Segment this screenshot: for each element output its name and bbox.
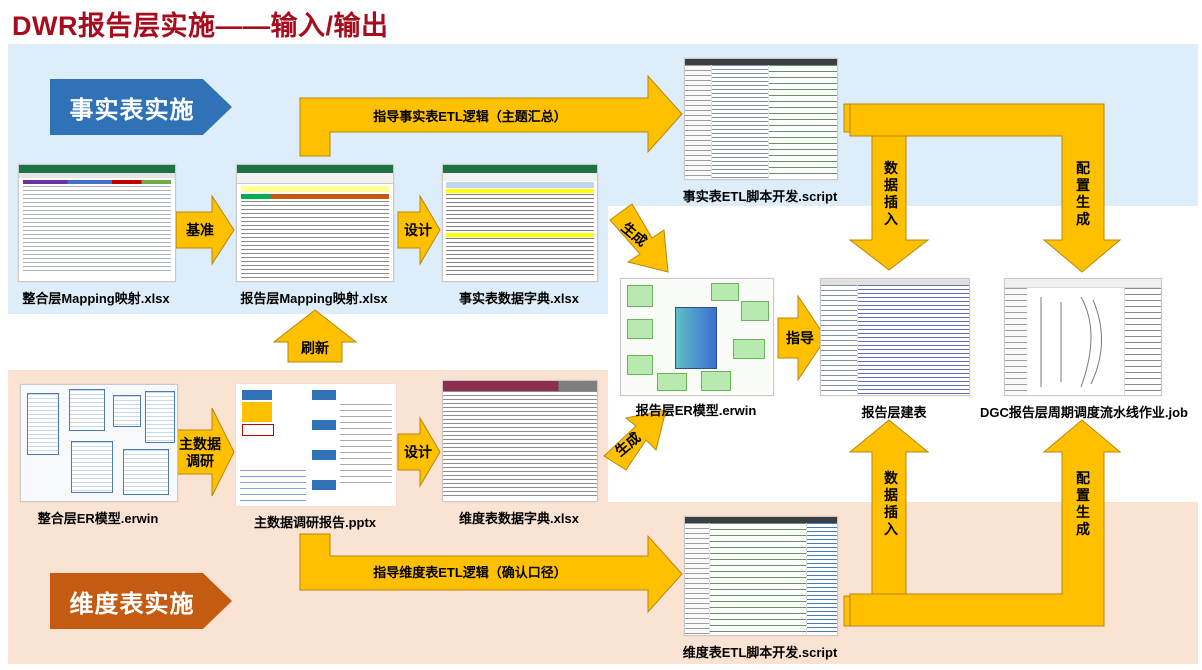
spreadsheet-thumbnail-fact-dict[interactable] — [442, 164, 598, 282]
label-md-research-line2: 调研 — [186, 453, 214, 469]
er-diagram-thumbnail-integrated[interactable] — [20, 384, 178, 502]
code-editor-thumbnail-fact-etl[interactable] — [684, 58, 838, 180]
label-config-gen-top: 配置生成 — [1076, 160, 1090, 227]
arrow-config-gen-top — [849, 103, 1122, 273]
arrow-dim-etl-guide — [299, 533, 683, 614]
fact-section-tag: 事实表实施 — [50, 79, 232, 135]
spreadsheet-thumbnail-dim-dict[interactable] — [442, 380, 598, 502]
arrow-generate-bottom — [603, 409, 667, 471]
arrow-baseline — [175, 194, 235, 266]
arrow-fact-etl-guide — [299, 74, 683, 157]
caption-integrated-er: 整合层ER模型.erwin — [37, 511, 159, 526]
caption-report-table: 报告层建表 — [861, 405, 927, 420]
caption-dgc-job: DGC报告层周期调度流水线作业.job — [980, 405, 1188, 420]
label-md-research-line1: 主数据 — [179, 436, 221, 452]
caption-fact-dict: 事实表数据字典.xlsx — [459, 291, 579, 306]
er-diagram-thumbnail-report[interactable] — [620, 278, 774, 396]
code-editor-thumbnail-report-table[interactable] — [820, 278, 970, 396]
slides-thumbnail-md-report[interactable] — [236, 384, 396, 506]
spreadsheet-thumbnail-report-mapping[interactable] — [236, 164, 394, 282]
caption-dim-dict: 维度表数据字典.xlsx — [459, 511, 579, 526]
label-fact-etl-guide: 指导事实表ETL逻辑（主题汇总） — [373, 109, 567, 124]
label-data-insert-top: 数据插入 — [884, 160, 898, 227]
label-design-bottom: 设计 — [404, 444, 432, 460]
arrow-guide — [777, 294, 827, 382]
page-title: DWR报告层实施——输入/输出 — [12, 11, 389, 41]
label-dim-etl-guide: 指导维度表ETL逻辑（确认口径） — [373, 565, 567, 580]
label-refresh: 刷新 — [301, 340, 329, 356]
arrow-md-research — [175, 407, 235, 497]
caption-md-report: 主数据调研报告.pptx — [253, 515, 377, 530]
spreadsheet-thumbnail-integrated-mapping[interactable] — [18, 164, 176, 282]
arrow-design-top — [397, 194, 441, 266]
arrow-design-bottom — [397, 416, 441, 488]
caption-report-mapping: 报告层Mapping映射.xlsx — [240, 291, 388, 306]
dim-section-label: 维度表实施 — [69, 590, 195, 618]
arrow-generate-top — [609, 203, 669, 273]
fact-section-label: 事实表实施 — [69, 96, 195, 124]
label-design-top: 设计 — [404, 222, 432, 238]
code-editor-thumbnail-dgc-job[interactable] — [1004, 278, 1162, 396]
label-data-insert-bottom: 数据插入 — [884, 470, 898, 537]
caption-report-er: 报告层ER模型.erwin — [635, 403, 757, 418]
arrow-config-gen-bottom — [849, 419, 1122, 627]
code-editor-thumbnail-dim-etl[interactable] — [684, 516, 838, 636]
label-baseline: 基准 — [186, 222, 214, 238]
arrow-refresh — [272, 309, 358, 363]
caption-fact-etl: 事实表ETL脚本开发.script — [682, 189, 838, 204]
caption-dim-etl: 维度表ETL脚本开发.script — [682, 645, 838, 660]
label-md-research: 主数据 调研 — [176, 436, 224, 470]
label-config-gen-bottom: 配置生成 — [1076, 470, 1090, 537]
caption-integrated-mapping: 整合层Mapping映射.xlsx — [22, 291, 170, 306]
dim-section-tag: 维度表实施 — [50, 573, 232, 629]
label-guide: 指导 — [786, 330, 814, 346]
